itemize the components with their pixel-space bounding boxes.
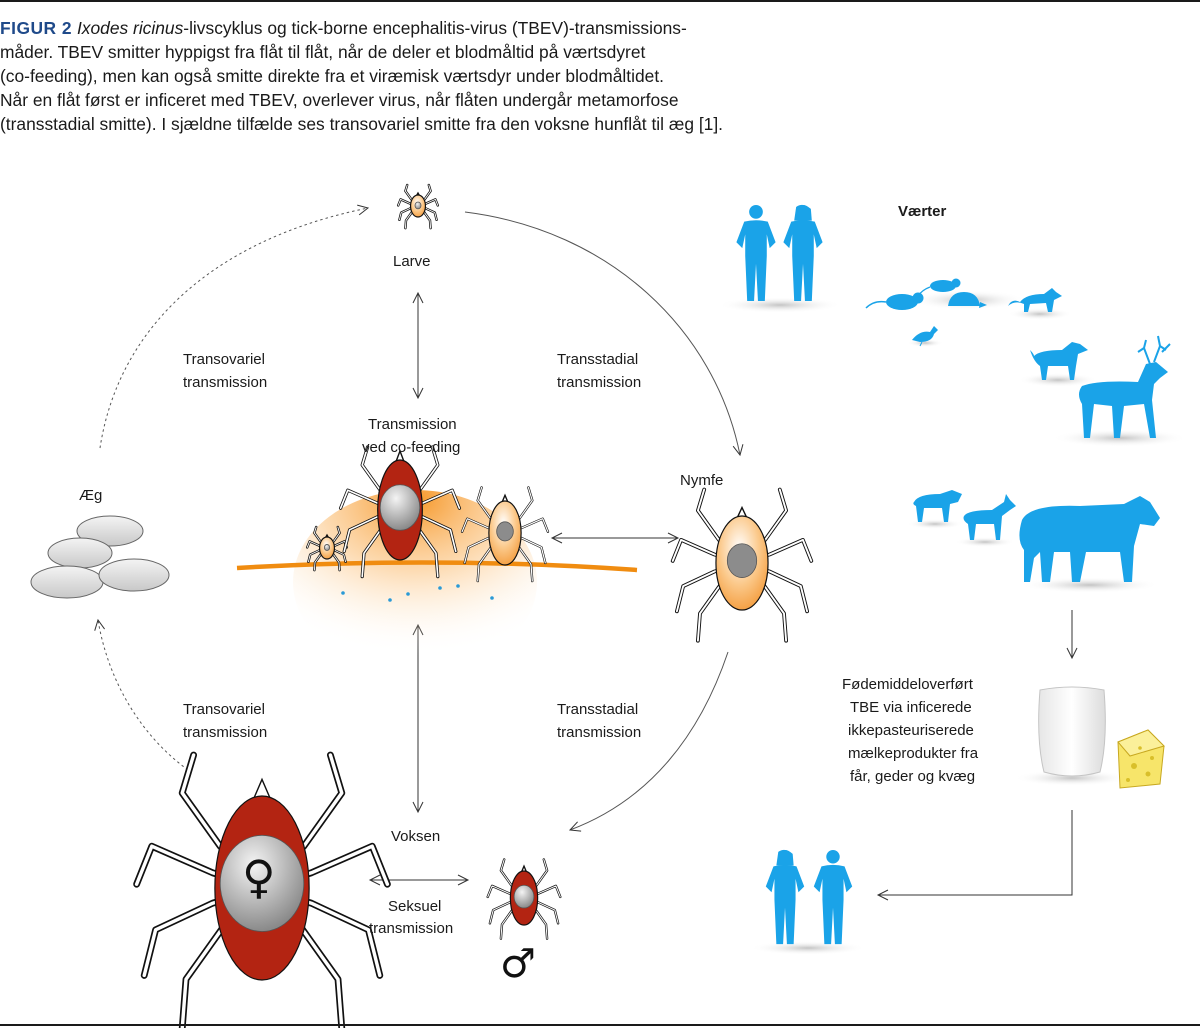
caption-line-1: -livscyklus og tick-borne encephalitis-v… — [183, 18, 687, 38]
tick-female-feeding-icon — [338, 445, 462, 579]
figure-caption: FIGUR 2 Ixodes ricinus-livscyklus og tic… — [0, 16, 860, 136]
label-nymfe: Nymfe — [680, 472, 724, 489]
transstadial-arrow-bottom — [568, 651, 729, 832]
food-to-humans-arrow — [876, 810, 1073, 901]
label-food-5: får, geder og kvæg — [850, 768, 976, 785]
top-rule — [0, 0, 1200, 2]
label-transstadial-top-1: Transstadial — [557, 351, 639, 368]
skin-inflammation-zone — [293, 490, 537, 674]
label-transovariel-bottom-1: Transovariel — [183, 701, 265, 718]
label-transovariel-top-1: Transovariel — [183, 351, 265, 368]
sheep-icon — [907, 490, 963, 529]
bird-icon — [907, 326, 943, 347]
label-larve: Larve — [393, 253, 431, 270]
label-cofeeding-1: Transmission — [368, 416, 457, 433]
label-transstadial-bottom-2: transmission — [557, 724, 642, 741]
egg-cluster-icon — [30, 515, 170, 599]
transovariel-arrow-bottom — [94, 618, 189, 771]
label-transstadial-top-2: transmission — [557, 374, 642, 391]
label-transstadial-bottom-1: Transstadial — [557, 701, 639, 718]
caption-species: Ixodes ricinus — [76, 18, 184, 38]
label-food-2: TBE via inficerede — [850, 699, 972, 716]
hedgehog-icon — [948, 292, 987, 308]
caption-line-5: (transstadial smitte). I sjældne tilfæld… — [0, 114, 723, 134]
transovariel-arrow-top — [99, 204, 370, 449]
label-food-3: ikkepasteuriserede — [848, 722, 974, 739]
cheese-icon — [1117, 729, 1165, 789]
label-seksuel-1: Seksuel — [388, 898, 442, 915]
small-mammals-group — [865, 278, 1026, 310]
label-transovariel-bottom-2: transmission — [183, 724, 268, 741]
tick-nymph-icon — [670, 487, 814, 643]
male-symbol: ♂ — [500, 941, 536, 987]
bottom-rule — [0, 1024, 1200, 1026]
tick-male-icon — [486, 858, 562, 940]
caption-line-3: (co-feeding), men kan også smitte direkt… — [0, 66, 665, 86]
rodent-icon — [865, 292, 924, 310]
tick-larva-feeding-icon — [306, 525, 348, 572]
goat-icon — [955, 494, 1016, 547]
virus-particles — [341, 584, 494, 602]
cow-icon — [1019, 496, 1160, 593]
deer-icon — [1052, 335, 1188, 447]
tick-larva-icon — [397, 183, 439, 230]
label-voksen: Voksen — [391, 828, 441, 845]
tick-nymph-feeding-icon — [460, 486, 550, 583]
label-cofeeding-2: ved co-feeding — [362, 439, 461, 456]
rat-icon — [917, 278, 961, 297]
label-food-4: mælkeprodukter fra — [848, 745, 979, 762]
fox-icon — [1008, 288, 1072, 320]
figure-label: FIGUR 2 — [0, 18, 73, 38]
label-vaerter: Værter — [898, 203, 947, 220]
label-transovariel-top-2: transmission — [183, 374, 268, 391]
milk-glass-icon — [1014, 686, 1130, 786]
female-symbol: ♀ — [242, 850, 276, 904]
caption-line-2: måder. TBEV smitter hyppigst fra flåt ti… — [0, 42, 646, 62]
label-aeg: Æg — [79, 487, 103, 504]
tick-female-icon — [133, 751, 391, 1028]
label-seksuel-2: transmission — [369, 920, 454, 937]
label-food-1: Fødemiddeloverført — [842, 676, 973, 693]
transstadial-arrow-top — [464, 211, 744, 457]
human-pair-icon — [718, 204, 842, 313]
dog-icon — [1018, 342, 1098, 387]
caption-line-4: Når en flåt først er inficeret med TBEV,… — [0, 90, 679, 110]
human-pair-icon-bottom — [750, 849, 866, 955]
